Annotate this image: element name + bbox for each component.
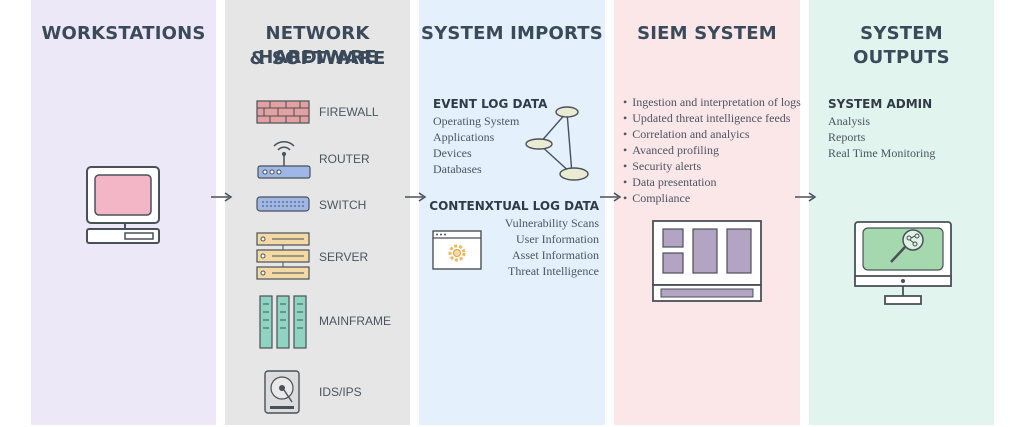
mainframe-label: MAINFRAME [319, 314, 391, 328]
event-log-heading: EVENT LOG DATA [433, 97, 548, 111]
list-item: Vulnerability Scans [504, 216, 599, 230]
system-admin-list: Analysis Reports Real Time Monitoring [828, 113, 935, 161]
system-admin-heading: SYSTEM ADMIN [828, 97, 933, 111]
outputs-column [809, 0, 994, 425]
monitor-magnifier-icon [854, 221, 952, 305]
list-item: Updated threat intelligence feeds [623, 110, 801, 126]
network-graph-icon [525, 106, 589, 181]
list-item: Ingestion and interpretation of logs [623, 94, 801, 110]
contextual-log-heading: CONTENXTUAL LOG DATA [429, 199, 599, 213]
list-item: Applications [433, 130, 495, 144]
siem-feature-list: Ingestion and interpretation of logs Upd… [623, 94, 801, 206]
list-item: Reports [828, 130, 866, 144]
desktop-computer-icon [86, 166, 160, 244]
list-item: Data presentation [623, 174, 801, 190]
server-label: SERVER [319, 250, 369, 264]
list-item: Compliance [623, 190, 801, 206]
network-title-line1: NETWORK HARDWARE [258, 23, 377, 68]
firewall-label: FIREWALL [319, 105, 379, 119]
browser-gear-icon [432, 230, 482, 270]
list-item: Threat Intelligence [508, 264, 599, 278]
network-column [225, 0, 410, 425]
list-item: Devices [433, 146, 472, 160]
event-log-list: Operating System Applications Devices Da… [433, 113, 519, 177]
server-icon [256, 232, 310, 280]
outputs-title: SYSTEM OUTPUTS [853, 23, 950, 68]
arrow-right-icon [600, 192, 622, 202]
list-item: Operating System [433, 114, 520, 128]
imports-title: SYSTEM IMPORTS [421, 23, 603, 44]
imports-column [419, 0, 605, 425]
list-item: Real Time Monitoring [828, 146, 936, 160]
switch-label: SWITCH [319, 198, 367, 212]
list-item: Databases [433, 162, 482, 176]
firewall-icon [256, 100, 310, 124]
list-item: Security alerts [623, 158, 801, 174]
contextual-log-list: Vulnerability Scans User Information Ass… [505, 215, 599, 279]
list-item: Asset Information [512, 248, 599, 262]
siem-title: SIEM SYSTEM [637, 23, 777, 44]
list-item: User Information [516, 232, 599, 246]
siem-column [614, 0, 800, 425]
workstations-title: WORKSTATIONS [41, 23, 206, 44]
list-item: Avanced profiling [623, 142, 801, 158]
list-item: Analysis [828, 114, 870, 128]
arrow-right-icon [405, 192, 427, 202]
siem-dashboard-icon [652, 220, 762, 302]
router-icon [257, 141, 311, 179]
list-item: Correlation and analyics [623, 126, 801, 142]
ids-ips-label: IDS/IPS [319, 385, 362, 399]
router-label: ROUTER [319, 152, 370, 166]
network-title-line2: & SOFTWARE [249, 48, 386, 69]
switch-icon [256, 196, 310, 212]
arrow-right-icon [211, 192, 233, 202]
mainframe-icon [259, 295, 307, 349]
ids-ips-icon [264, 370, 300, 414]
